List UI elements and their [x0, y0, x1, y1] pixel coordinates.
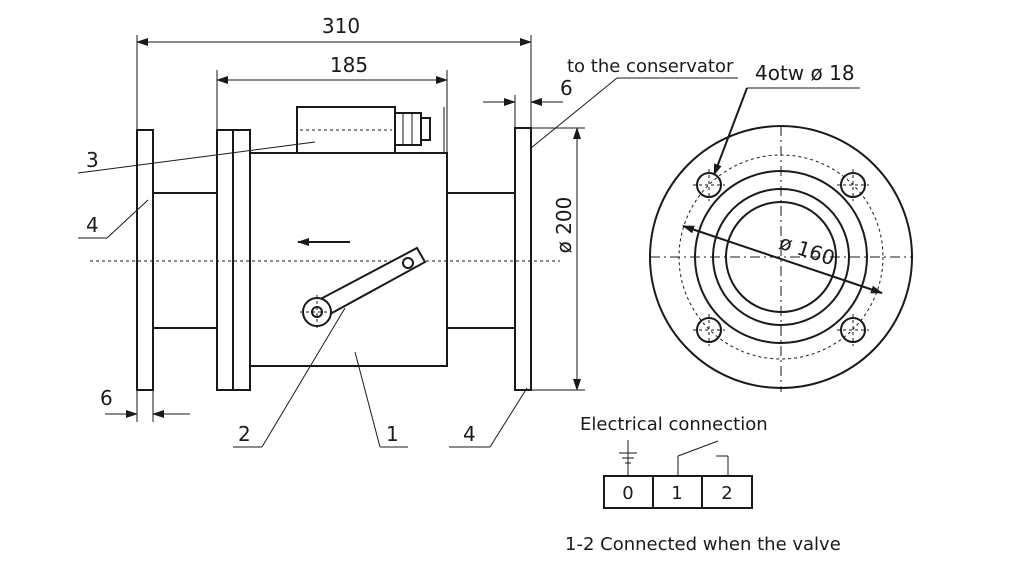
dim-flange-diameter: ø 200	[552, 197, 576, 254]
electrical-title: Electrical connection	[580, 414, 768, 435]
right-flange	[514, 127, 532, 391]
left-flange	[136, 129, 154, 391]
lever	[300, 246, 427, 330]
dim-160-line	[682, 225, 883, 294]
dim-flange-thickness-left: 6	[100, 386, 113, 410]
bolt-hole	[696, 172, 722, 198]
bolt-hole	[696, 317, 722, 343]
terminal-block	[603, 475, 753, 509]
dim-flange-thickness-right: 6	[560, 76, 573, 100]
dim-body-length: 185	[330, 53, 368, 77]
item-label-2: 2	[238, 422, 251, 446]
item-label-1: 1	[386, 422, 399, 446]
item-label-4-left: 4	[86, 213, 99, 237]
body-flange-left	[216, 129, 234, 391]
item-label-3: 3	[86, 148, 99, 172]
dim-bolt-circle: ø 160	[776, 230, 837, 270]
bolt-hole	[840, 172, 866, 198]
terminal-2: 2	[721, 483, 732, 504]
dim-bolt-holes: 4otw ø 18	[755, 61, 855, 85]
bolt-hole	[840, 317, 866, 343]
body-flange-left-2	[232, 129, 251, 391]
terminal-0: 0	[622, 483, 633, 504]
label-to-conservator: to the conservator	[567, 56, 734, 77]
terminal-1: 1	[671, 483, 682, 504]
electrical-connection: Electrical connection 0 1 2 1-2 Connecte…	[565, 414, 841, 555]
side-view: 310 185 6 6 ø 200 to the conservator 3 4…	[77, 14, 738, 448]
front-view: ø 160 4otw ø 18	[649, 61, 913, 392]
electrical-note: 1-2 Connected when the valve	[565, 534, 841, 555]
cable-connector	[394, 112, 422, 146]
dim-overall-length: 310	[322, 14, 360, 38]
item-label-4-right: 4	[463, 422, 476, 446]
